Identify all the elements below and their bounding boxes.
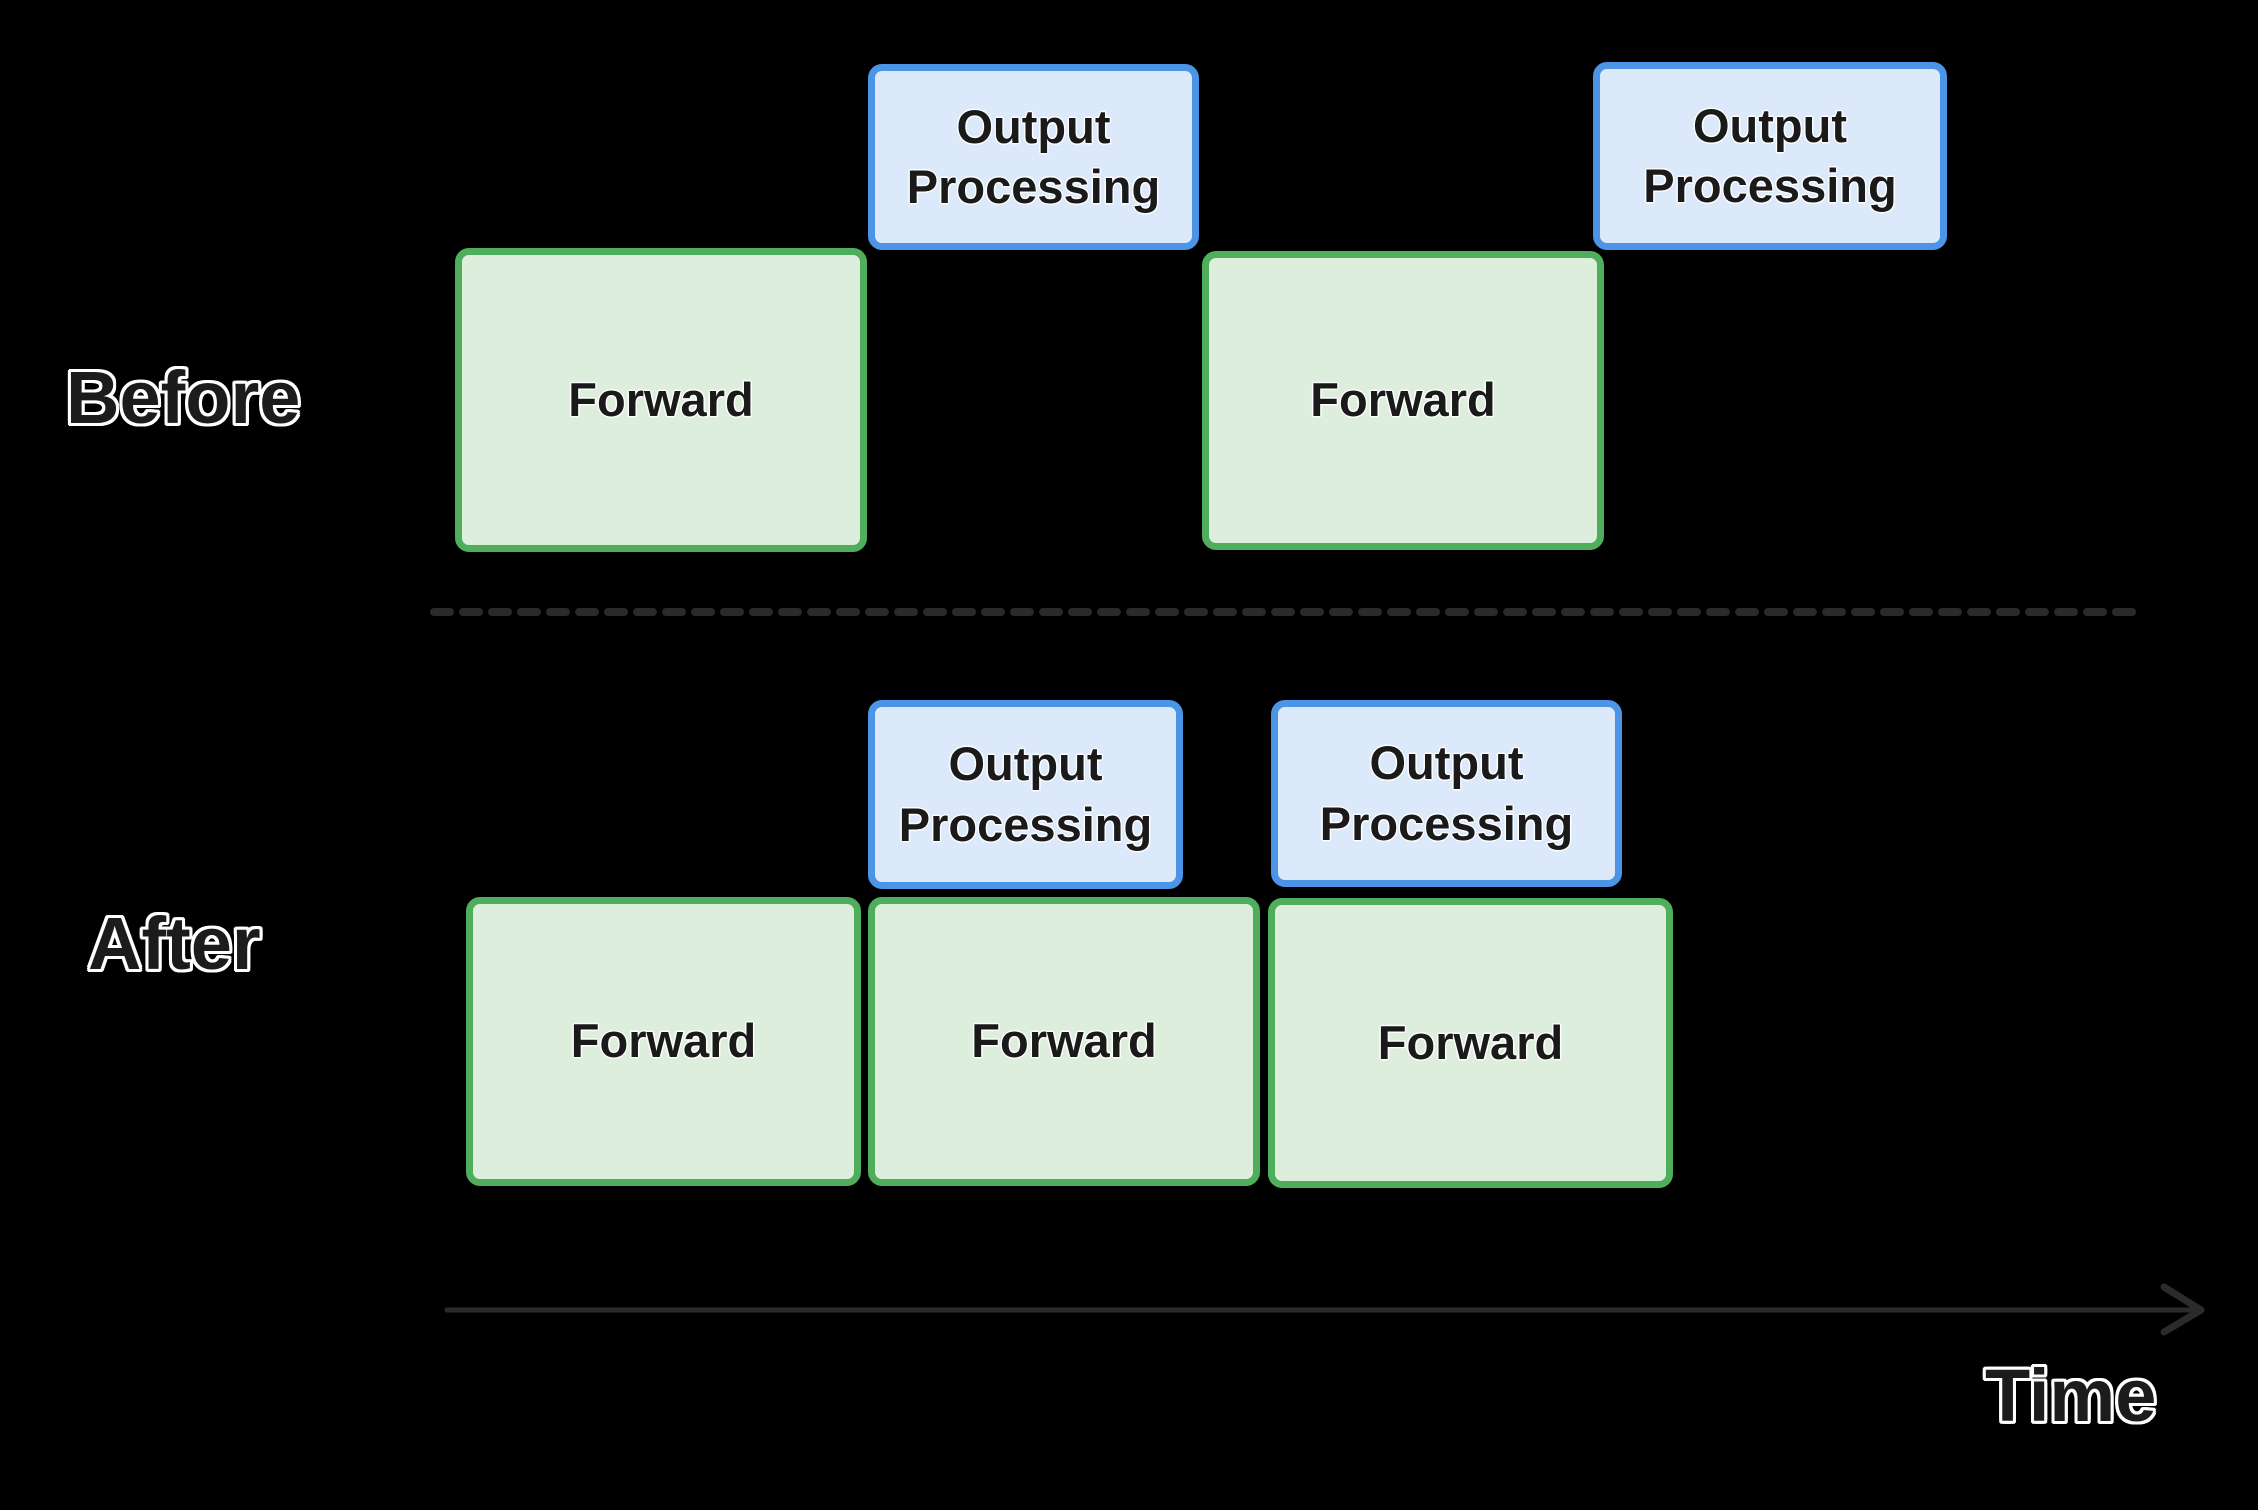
after-output-processing-box-2-label: Output Processing xyxy=(1319,736,1574,850)
before-forward-box-2: Forward xyxy=(1202,251,1604,550)
after-output-processing-box-1-label: Output Processing xyxy=(898,737,1153,851)
after-forward-box-1-label: Forward xyxy=(570,1014,757,1068)
after-forward-box-1: Forward xyxy=(466,897,861,1186)
after-forward-box-2: Forward xyxy=(868,897,1260,1186)
time-axis-label: Time xyxy=(1985,1354,2157,1437)
before-output-processing-box-2-label: Output Processing xyxy=(1643,98,1897,212)
after-forward-box-2-label: Forward xyxy=(971,1014,1157,1068)
after-forward-box-3: Forward xyxy=(1268,898,1673,1188)
before-forward-box-1-label: Forward xyxy=(568,372,754,426)
before-forward-box-2-label: Forward xyxy=(1310,373,1496,427)
before-output-processing-box-1: Output Processing xyxy=(868,64,1199,250)
before-output-processing-box-2: Output Processing xyxy=(1593,62,1947,250)
time-axis-arrowhead-icon xyxy=(2160,1283,2205,1336)
before-section-label: Before xyxy=(66,356,301,439)
after-forward-box-3-label: Forward xyxy=(1377,1015,1564,1069)
after-output-processing-box-1: Output Processing xyxy=(868,700,1183,889)
before-forward-box-1: Forward xyxy=(455,248,867,552)
after-section-label: After xyxy=(88,902,261,985)
after-output-processing-box-2: Output Processing xyxy=(1271,700,1622,887)
before-output-processing-box-1-label: Output Processing xyxy=(906,99,1161,213)
